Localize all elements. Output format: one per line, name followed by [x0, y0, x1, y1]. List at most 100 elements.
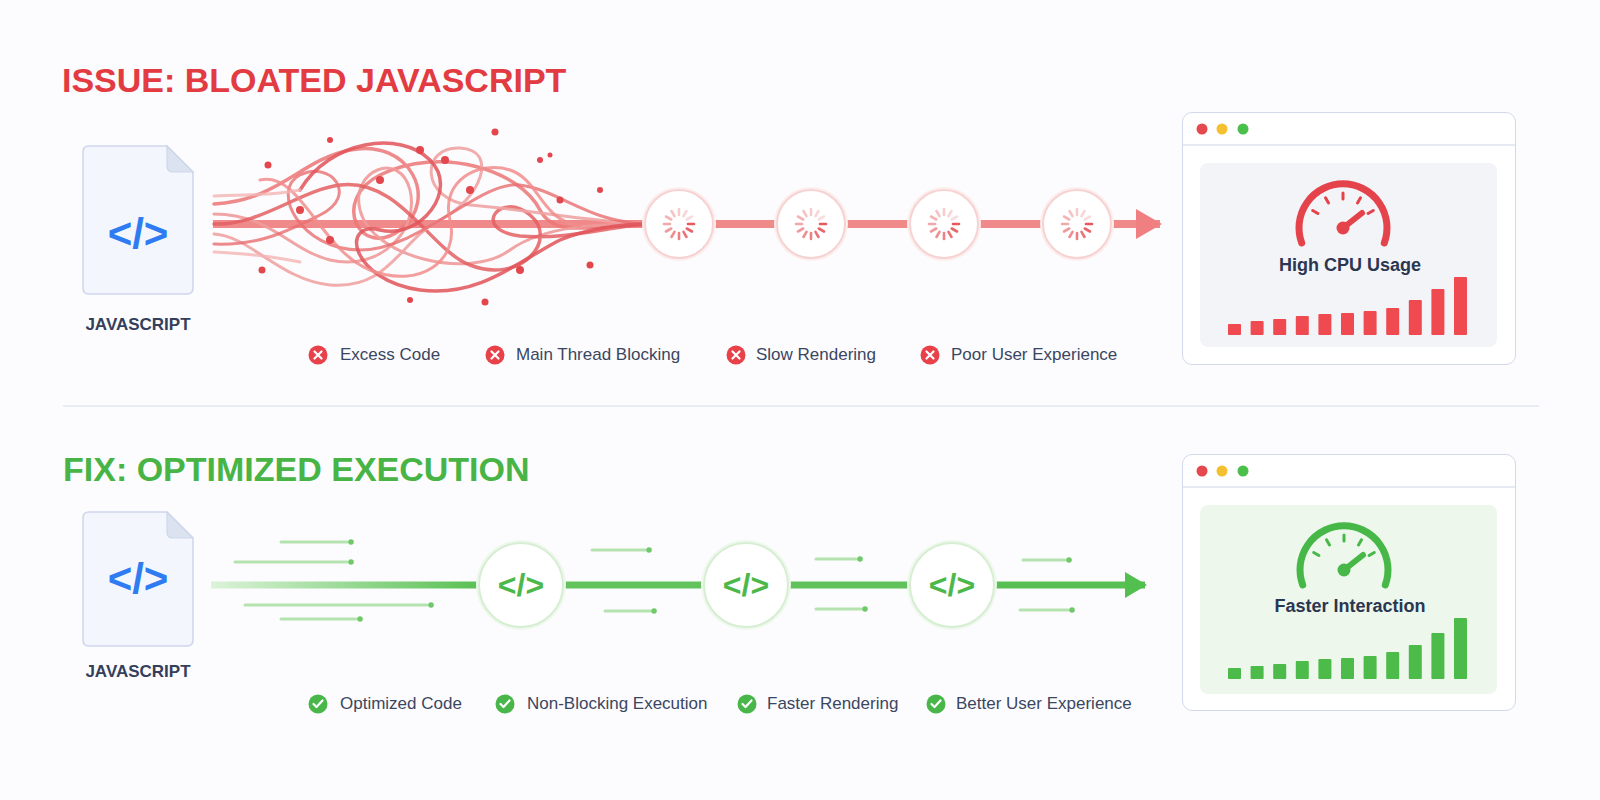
browser-chrome: [1238, 124, 1249, 135]
tangled-code-lines: [214, 252, 300, 262]
tangled-code-lines: [260, 167, 580, 276]
file-label: JAVASCRIPT: [43, 661, 233, 683]
flow-connector: [563, 582, 704, 589]
speed-lines: [1023, 559, 1065, 562]
gauge-icon: [1326, 198, 1329, 203]
gauge-icon: [1369, 553, 1374, 556]
browser-chrome: [1217, 124, 1228, 135]
gauge-icon: [1299, 184, 1387, 243]
flow-connector: [788, 582, 910, 589]
browser-chrome: [1182, 454, 1516, 711]
benefit-item: Faster Rendering: [767, 694, 898, 714]
code-symbol: </>: [43, 555, 233, 603]
speed-dots: [1066, 557, 1072, 563]
cross-icon: [315, 352, 322, 359]
browser-window: High CPU Usage: [1182, 112, 1516, 365]
loading-spinner: [929, 209, 959, 239]
issue-item: Slow Rendering: [756, 345, 876, 365]
browser-chrome: [1182, 112, 1516, 365]
browser-chrome: [1197, 466, 1208, 477]
flow-connector: [211, 582, 479, 589]
speed-lines: [816, 608, 861, 611]
bar-chart: [1454, 277, 1467, 335]
cross-icon: [727, 346, 746, 365]
check-icon: [927, 695, 946, 714]
gauge-icon: [1359, 540, 1362, 545]
gauge-icon: [1300, 526, 1388, 585]
metric-label: Faster Interaction: [1143, 594, 1557, 618]
benefit-item: Optimized Code: [340, 694, 462, 714]
scatter-dots: [482, 299, 489, 306]
speed-dots: [348, 539, 354, 545]
gauge-icon: [1342, 193, 1345, 199]
speed-dots: [348, 559, 354, 565]
gauge-icon: [1337, 222, 1350, 235]
loading-spinner: [645, 190, 713, 258]
bar-chart: [1454, 618, 1467, 679]
speed-lines: [281, 618, 356, 621]
scatter-dots: [376, 176, 384, 184]
scatter-dots: [259, 267, 266, 274]
speed-dots: [646, 547, 652, 553]
speed-lines: [245, 604, 427, 607]
loading-spinner: [664, 209, 694, 239]
scatter-dots: [597, 187, 603, 193]
speed-dots: [1069, 607, 1075, 613]
benefit-item: Better User Experience: [956, 694, 1132, 714]
gauge-icon: [1358, 198, 1361, 203]
issue-item: Excess Code: [340, 345, 440, 365]
speed-lines: [1020, 609, 1068, 612]
scatter-dots: [587, 262, 594, 269]
browser-chrome: [1182, 112, 1516, 365]
scatter-dots: [296, 206, 304, 214]
bar-chart: [1251, 321, 1264, 335]
speed-lines: [816, 558, 856, 561]
speed-dots: [357, 616, 363, 622]
gauge-icon: [1368, 211, 1373, 214]
bar-chart: [1273, 319, 1286, 335]
check-icon: [309, 695, 328, 714]
loading-spinner: [642, 187, 716, 261]
gauge-icon: [1338, 564, 1351, 577]
check-icon: [927, 695, 946, 714]
bar-chart: [1318, 314, 1331, 335]
cross-icon: [921, 346, 940, 365]
file-icon: </>JAVASCRIPT: [83, 512, 193, 682]
speed-dots: [428, 602, 434, 608]
scatter-dots: [557, 197, 564, 204]
tangled-code-lines: [214, 148, 650, 285]
scatter-dots: [537, 157, 543, 163]
section-divider: [63, 405, 1539, 407]
scatter-dots: [466, 186, 474, 194]
bar-chart: [1364, 656, 1377, 679]
loading-spinner: [1040, 187, 1114, 261]
speed-lines: [235, 561, 347, 564]
bar-chart: [1364, 311, 1377, 335]
cross-icon: [309, 346, 940, 365]
bar-chart: [1296, 661, 1309, 679]
cross-icon: [921, 346, 940, 365]
loading-spinner: [642, 187, 1114, 261]
gauge-icon: [1299, 184, 1387, 243]
code-circle: </>: [910, 543, 994, 627]
code-symbol: </>: [43, 210, 233, 258]
bar-chart: [1431, 289, 1444, 335]
bar-chart: [1409, 300, 1422, 335]
check-icon: [496, 695, 515, 714]
browser-chrome: [1183, 486, 1515, 488]
bar-chart: [1228, 618, 1467, 679]
cross-icon: [486, 346, 505, 365]
code-symbol: </>: [439, 563, 603, 607]
check-icon: [309, 695, 328, 714]
bar-chart: [1431, 633, 1444, 679]
benefit-item: Non-Blocking Execution: [527, 694, 707, 714]
speed-dots: [651, 608, 657, 614]
check-icon: [309, 695, 946, 714]
browser-chrome: [1238, 466, 1249, 477]
browser-chrome: [1217, 466, 1228, 477]
bar-chart: [1251, 666, 1264, 679]
file-label: JAVASCRIPT: [43, 314, 233, 336]
gauge-icon: [1314, 553, 1319, 556]
